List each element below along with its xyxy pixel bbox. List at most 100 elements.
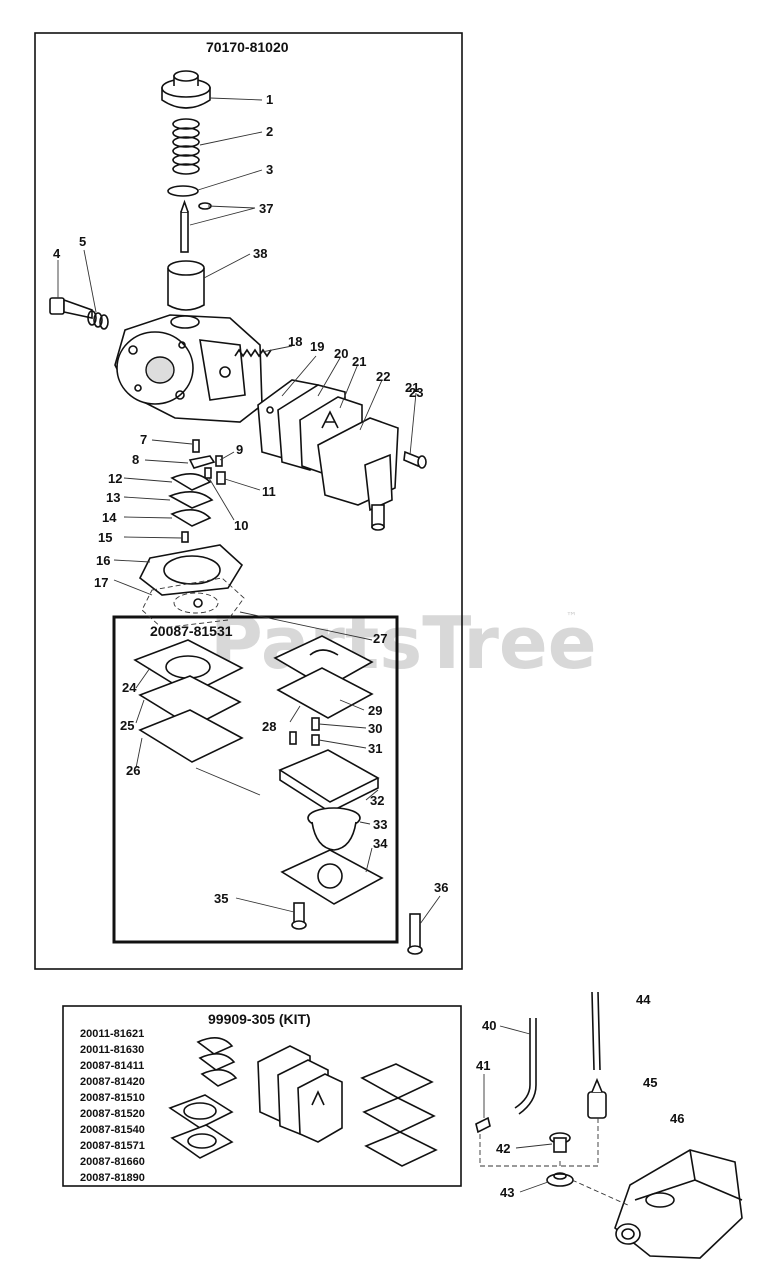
callout-label: 24 <box>122 680 137 695</box>
callout-label: 4 <box>53 246 61 261</box>
callout-label: 8 <box>132 452 139 467</box>
part-lever-screw <box>215 455 223 467</box>
callout-label: 25 <box>120 718 134 733</box>
leader-lines <box>57 97 553 1193</box>
part-valve-1 <box>170 473 212 491</box>
main-assembly-title: 70170-81020 <box>206 39 289 55</box>
kit-illustration-plates-right <box>360 1063 438 1167</box>
callout-label: 33 <box>373 817 387 832</box>
part-fuel-tank <box>614 1149 743 1259</box>
callout-label: 38 <box>253 246 267 261</box>
callout-label: 32 <box>370 793 384 808</box>
kit-illustration-valves <box>196 1037 238 1087</box>
part-return-line <box>591 991 601 1071</box>
callout-label: 30 <box>368 721 382 736</box>
part-metering-gasket <box>138 544 244 596</box>
kit-part-number: 20087-81660 <box>80 1156 145 1168</box>
repair-kit-title: 99909-305 (KIT) <box>208 1011 311 1027</box>
callout-label: 46 <box>670 1111 684 1126</box>
part-needle-31 <box>311 734 320 746</box>
part-metering-diaphragm <box>141 577 245 629</box>
callout-label: 7 <box>140 432 147 447</box>
callout-label: 45 <box>643 1075 657 1090</box>
callout-label: 20 <box>334 346 348 361</box>
callout-label: 29 <box>368 703 382 718</box>
part-lever-spring <box>204 467 212 479</box>
callout-label: 28 <box>262 719 276 734</box>
callout-label: 1 <box>266 92 273 107</box>
callout-label: 21 <box>352 354 366 369</box>
part-primer-retainer <box>280 849 384 905</box>
part-cover-screw <box>403 450 427 469</box>
callout-label: 15 <box>98 530 112 545</box>
part-needle <box>180 199 212 253</box>
callout-label: 12 <box>108 471 122 486</box>
callout-label: 21 <box>405 380 419 395</box>
part-tank-vent <box>546 1172 574 1187</box>
part-pump-cover <box>317 417 399 531</box>
part-fuel-filter <box>587 1077 607 1119</box>
callout-label: 43 <box>500 1185 514 1200</box>
part-kit-cover-32 <box>278 749 380 813</box>
callout-label: 40 <box>482 1018 496 1033</box>
part-washer <box>167 185 199 197</box>
part-kit-plate-26 <box>138 709 244 763</box>
part-needle-30 <box>311 717 320 731</box>
main-assembly-frame <box>34 32 463 970</box>
callout-label: 10 <box>234 518 248 533</box>
kit-part-number: 20011-81621 <box>80 1028 144 1040</box>
part-kit-diaphragm-28 <box>276 667 374 719</box>
callout-label: 18 <box>288 334 302 349</box>
gasket-kit-frame <box>112 615 399 944</box>
callout-label: 22 <box>376 369 390 384</box>
callout-label: 44 <box>636 992 651 1007</box>
part-screw-spring <box>87 310 109 330</box>
kit-part-number: 20087-81420 <box>80 1076 145 1088</box>
part-spring <box>172 118 200 175</box>
part-check-screw <box>181 531 189 543</box>
callout-label: 11 <box>262 484 276 499</box>
callout-label: 27 <box>373 631 387 646</box>
callout-label: 13 <box>106 490 120 505</box>
callout-label: 42 <box>496 1141 510 1156</box>
callout-labels: 1 2 3 4 5 7 8 9 10 11 12 13 14 15 16 17 … <box>53 92 684 1200</box>
part-screw-36 <box>407 913 423 955</box>
kit-part-number: 20087-81890 <box>80 1172 145 1184</box>
part-small-pin <box>289 731 297 745</box>
callout-label: 34 <box>373 836 388 851</box>
callout-label: 14 <box>102 510 117 525</box>
kit-part-number: 20087-81571 <box>80 1140 145 1152</box>
part-lever <box>188 455 216 469</box>
callout-label: 23 <box>409 385 423 400</box>
kit-illustration-pump-gaskets <box>257 1045 343 1143</box>
part-pump-spring <box>234 348 272 358</box>
part-valve-2 <box>168 491 214 509</box>
callout-label: 3 <box>266 162 273 177</box>
part-pin <box>192 439 200 453</box>
gasket-kit-title: 20087-81531 <box>150 623 233 639</box>
part-fuel-line <box>514 1018 531 1109</box>
kit-part-number: 20011-81630 <box>80 1044 144 1056</box>
callout-label: 19 <box>310 339 324 354</box>
part-screw-35 <box>291 902 307 930</box>
callout-label: 17 <box>94 575 108 590</box>
kit-part-number: 20087-81510 <box>80 1092 145 1104</box>
callout-label: 16 <box>96 553 110 568</box>
callout-label: 36 <box>434 880 448 895</box>
part-cap <box>161 70 211 109</box>
callout-label: 9 <box>236 442 243 457</box>
part-carburetor-body <box>114 314 263 423</box>
kit-part-number-list: 20011-81621 20011-81630 20087-81411 2008… <box>80 1028 145 1184</box>
callout-label: 41 <box>476 1058 490 1073</box>
callout-label: 2 <box>266 124 273 139</box>
part-adjust-screw <box>49 297 93 319</box>
part-fuel-fitting <box>475 1116 491 1134</box>
part-primer-bulb <box>307 807 361 851</box>
kit-part-number: 20087-81520 <box>80 1108 145 1120</box>
callout-label: 31 <box>368 741 382 756</box>
part-valve-3 <box>170 509 212 527</box>
part-grommet <box>549 1132 571 1153</box>
kit-illustration-gaskets-left <box>168 1094 234 1159</box>
watermark-trademark: ™ <box>566 610 577 623</box>
